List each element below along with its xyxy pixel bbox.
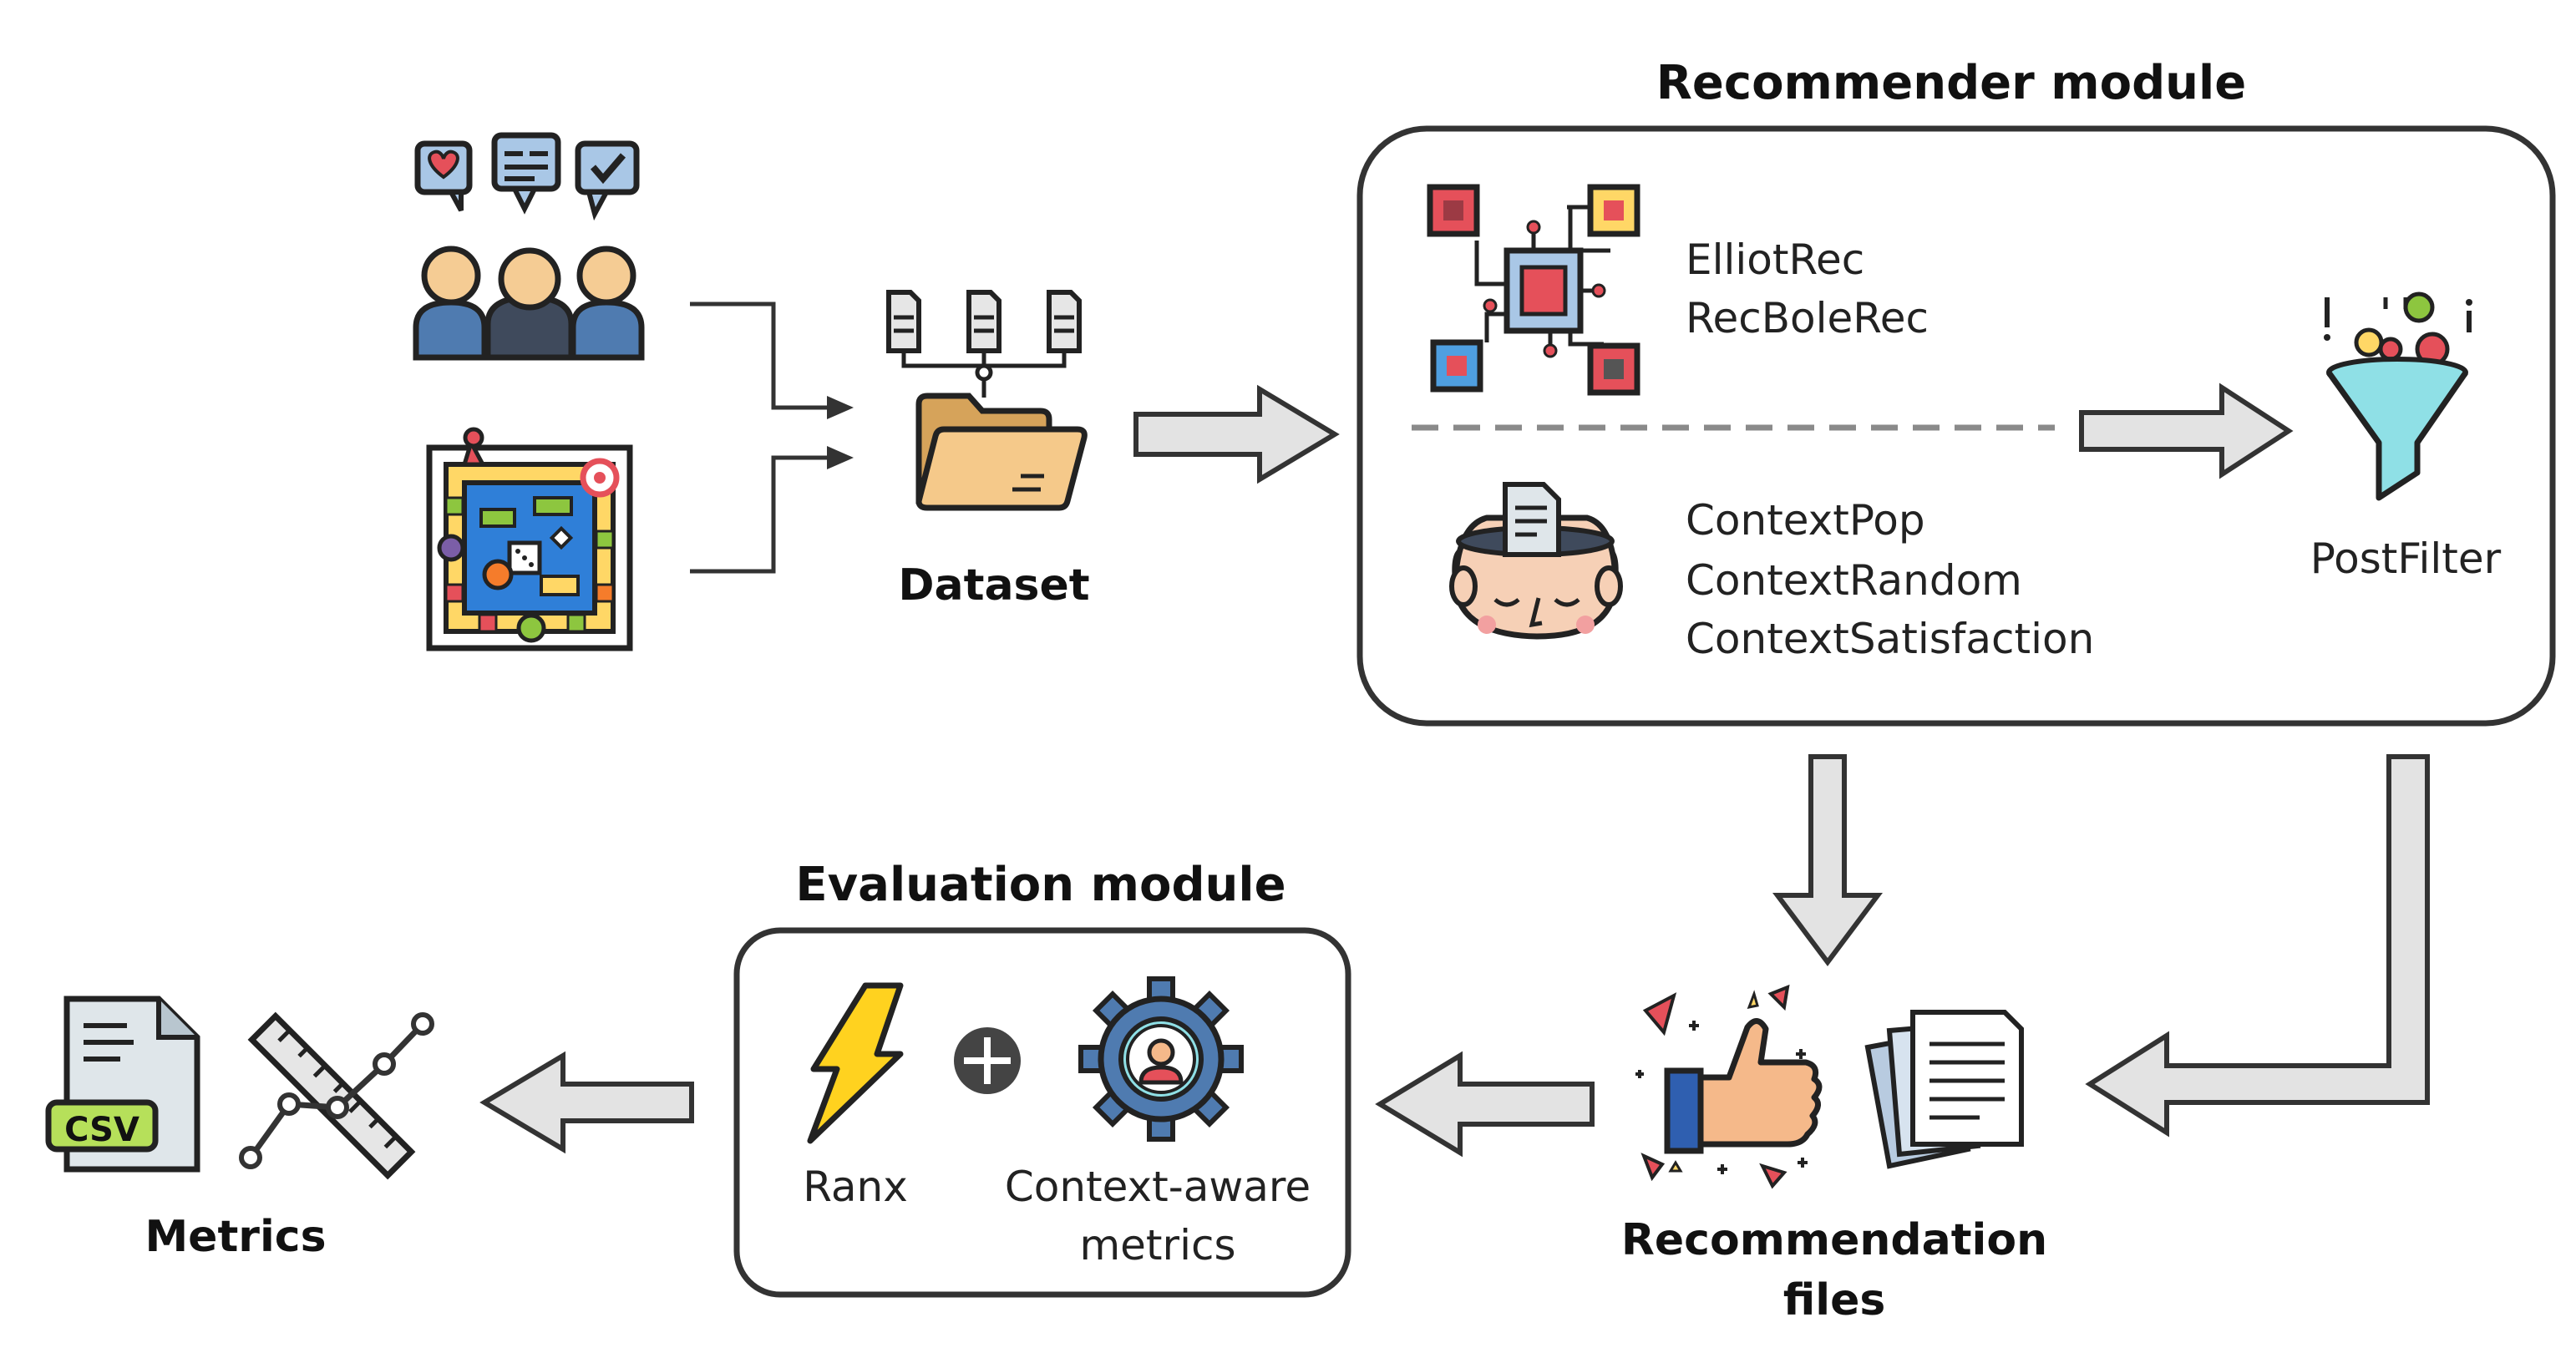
- csv-badge: CSV: [64, 1111, 139, 1149]
- context-aware-metrics-label-1: Context-aware: [1005, 1163, 1311, 1211]
- arrow-postfilter-to-files: [2085, 754, 2430, 1138]
- evaluation-module-title: Evaluation module: [795, 858, 1285, 912]
- connector-arrowhead: [827, 446, 854, 469]
- metrics-label: Metrics: [145, 1212, 326, 1262]
- dataset-folder-icon: [886, 290, 1088, 511]
- recommender-recbolerec: RecBoleRec: [1686, 294, 1929, 342]
- people-feedback-icon: [413, 132, 645, 361]
- neural-chip-icon: [1427, 184, 1640, 396]
- arrow-to-postfilter: [2079, 383, 2294, 479]
- board-game-icon: [426, 427, 633, 651]
- gear-user-icon: [1078, 976, 1244, 1142]
- thumbs-up-icon: [1635, 984, 1823, 1189]
- recommender-elliotrec: ElliotRec: [1686, 236, 1864, 284]
- recommender-contextsatisfaction: ContextSatisfaction: [1686, 615, 2094, 663]
- ruler-chart-icon: [239, 1011, 434, 1180]
- documents-icon: [1864, 1010, 2024, 1169]
- lightning-icon: [807, 982, 904, 1144]
- recommendation-files-label-1: Recommendation: [1621, 1215, 2047, 1265]
- arrow-evaluation-to-metrics: [479, 1051, 694, 1154]
- recommender-contextpop: ContextPop: [1686, 496, 1925, 545]
- context-head-icon: [1449, 482, 1623, 640]
- funnel-filter-icon: [2324, 291, 2472, 501]
- postfilter-label: PostFilter: [2310, 535, 2502, 583]
- source-connectors: [690, 302, 844, 574]
- context-aware-metrics-label-2: metrics: [1079, 1221, 1235, 1269]
- arrow-recommender-to-files: [1772, 754, 1883, 966]
- ranx-label: Ranx: [803, 1163, 908, 1211]
- connector-arrowhead: [827, 396, 854, 419]
- recommender-module-title: Recommender module: [1656, 56, 2246, 110]
- arrow-files-to-evaluation: [1375, 1051, 1595, 1158]
- dataset-label: Dataset: [898, 560, 1089, 611]
- arrow-dataset-to-recommender: [1133, 384, 1340, 484]
- plus-icon: [954, 1027, 1021, 1094]
- recommender-contextrandom: ContextRandom: [1686, 556, 2022, 605]
- recommendation-files-label-2: files: [1783, 1275, 1886, 1325]
- csv-file-icon: [45, 996, 200, 1173]
